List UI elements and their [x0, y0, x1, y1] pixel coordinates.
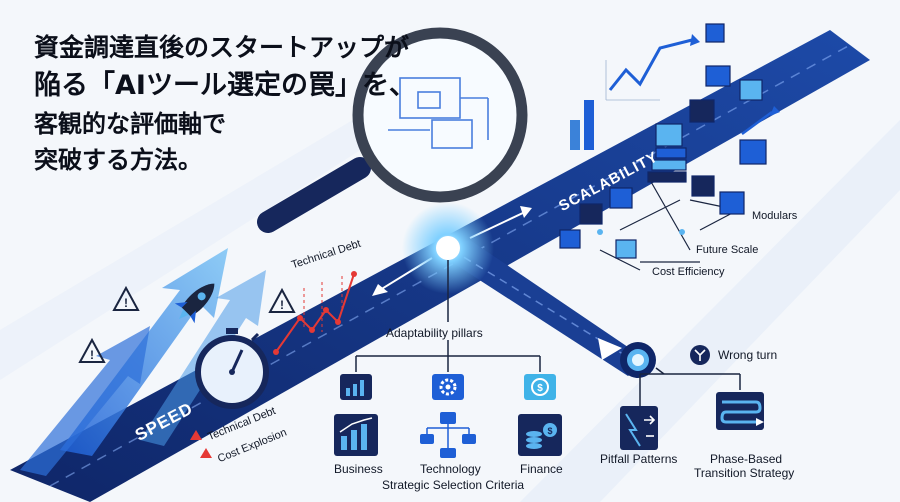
svg-text:!: !: [124, 296, 128, 310]
pillars-label: Adaptability pillars: [386, 326, 483, 340]
stopwatch-icon: [195, 328, 269, 409]
pillars-tree: [355, 260, 541, 372]
headline-line-3: 客観的な評価軸で: [34, 110, 226, 138]
magnifier-icon: [257, 27, 528, 233]
pillar-technology: Technology: [420, 462, 481, 476]
wrong-turn-item-transition: Transition Strategy: [694, 466, 795, 480]
scalability-item-modulars: Modulars: [752, 210, 798, 222]
flowchart-icon: [420, 412, 476, 458]
pillars-footer: Strategic Selection Criteria: [382, 478, 525, 492]
wrong-turn-item-phase-based: Phase-Based: [710, 452, 783, 466]
bar-chart-icon: [334, 414, 378, 456]
pillar-business: Business: [334, 462, 383, 476]
technical-debt-chart: [273, 271, 357, 355]
svg-text:!: !: [90, 348, 94, 362]
headline: 資金調達直後のスタートアップが 陥る「AIツール選定の罠」を、 客観的な評価軸で…: [34, 30, 504, 178]
wrong-turn-label: Wrong turn: [718, 348, 778, 362]
growth-chart-icon: [570, 34, 780, 150]
headline-line-1: 資金調達直後のスタートアップが: [34, 33, 410, 62]
scalability-item-cost-efficiency: Cost Efficiency: [652, 266, 725, 278]
svg-text:$: $: [537, 383, 543, 394]
rocket-icon: [174, 283, 215, 324]
pillar-finance: Finance: [520, 462, 563, 476]
split-arrow-icon: [690, 345, 710, 365]
hub-node: [436, 236, 460, 260]
wrong-turn-item-pitfall: Pitfall Patterns: [600, 452, 678, 466]
scalability-item-future-scale: Future Scale: [696, 244, 759, 256]
svg-text:$: $: [547, 426, 552, 436]
wrong-turn-tree: [639, 367, 741, 406]
headline-line-4: 突破する方法。: [34, 146, 202, 174]
winding-path-icon: [716, 392, 764, 430]
cube-icon: [559, 23, 767, 271]
risk-markers: [190, 430, 212, 458]
pitfall-icon: [620, 406, 658, 450]
bar-chart-small-icon: [340, 374, 372, 400]
svg-text:!: !: [280, 298, 284, 312]
coin-stack-icon: $: [518, 414, 562, 456]
gear-icon: [432, 374, 464, 400]
dollar-cycle-icon: $: [524, 374, 556, 400]
warning-icon: ! ! !: [78, 285, 296, 363]
headline-line-2: 陥る「AIツール選定の罠」を、: [34, 70, 416, 101]
